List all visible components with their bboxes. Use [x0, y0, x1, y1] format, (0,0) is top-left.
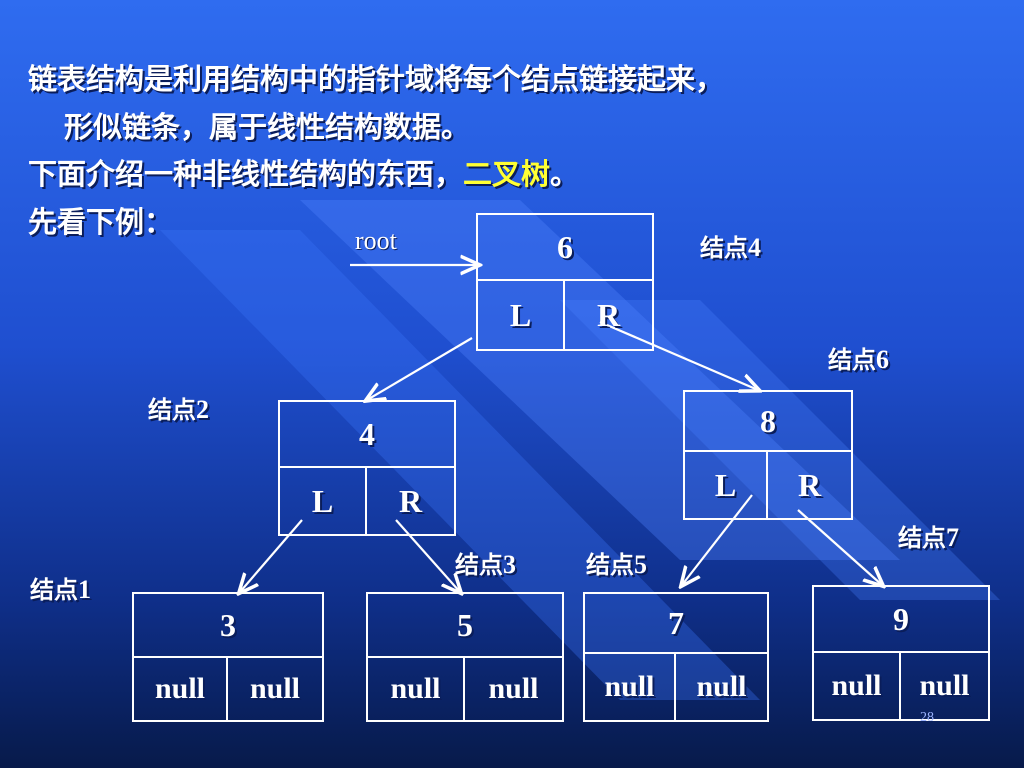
caption-node-4: 结点2	[148, 390, 209, 425]
left-pointer: null	[368, 658, 465, 720]
caption-text: 结点	[586, 551, 634, 579]
intro-line-3-text: 下面介绍一种非线性结构的东西，	[28, 157, 464, 191]
caption-number: 5	[634, 550, 647, 579]
left-pointer: L	[280, 468, 367, 534]
intro-line-3-period: 。	[550, 157, 580, 191]
right-pointer: R	[797, 466, 822, 503]
tree-node-9: 9 null null	[812, 585, 990, 721]
caption-number: 3	[503, 550, 516, 579]
node-value: 4	[280, 402, 454, 468]
right-pointer: R	[398, 482, 423, 519]
caption-number: 1	[78, 575, 91, 604]
caption-node-9: 结点7	[898, 518, 959, 553]
tree-node-8: 8 L R	[683, 390, 853, 520]
intro-line-4: 先看下例：	[28, 205, 174, 239]
intro-line-2: 形似链条，属于线性结构数据。	[64, 110, 471, 144]
tree-node-5: 5 null null	[366, 592, 564, 722]
left-pointer: null	[585, 654, 676, 720]
arrow-6-left-to-4	[367, 337, 473, 400]
arrow-8-right-to-9	[797, 509, 882, 585]
left-pointer: L	[685, 452, 768, 518]
caption-number: 6	[876, 345, 889, 374]
tree-node-4: 4 L R	[278, 400, 456, 536]
node-value: 6	[478, 215, 652, 281]
left-pointer: null	[134, 658, 228, 720]
root-label: root	[355, 226, 397, 255]
right-pointer: null	[919, 669, 970, 702]
node-value: 5	[368, 594, 562, 658]
intro-line-1: 链表结构是利用结构中的指针域将每个结点链接起来，	[28, 62, 725, 96]
node-value: 7	[585, 594, 767, 654]
caption-node-5: 结点3	[455, 545, 516, 580]
tree-node-6: 6 L R	[476, 213, 654, 351]
arrow-4-left-to-3	[240, 519, 303, 592]
caption-number: 4	[748, 233, 761, 262]
caption-text: 结点	[700, 234, 748, 262]
right-pointer: R	[596, 296, 621, 333]
caption-node-3: 结点1	[30, 570, 91, 605]
caption-text: 结点	[898, 524, 946, 552]
caption-text: 结点	[455, 551, 503, 579]
arrow-6-right-to-8	[599, 320, 758, 390]
arrow-8-left-to-7	[682, 494, 753, 585]
node-value: 3	[134, 594, 322, 658]
caption-text: 结点	[30, 576, 78, 604]
caption-node-8: 结点6	[828, 340, 889, 375]
arrow-4-right-to-5	[395, 519, 460, 592]
caption-text: 结点	[828, 346, 876, 374]
right-pointer: null	[488, 672, 539, 705]
left-pointer: null	[814, 653, 901, 719]
tree-node-7: 7 null null	[583, 592, 769, 722]
tree-node-3: 3 null null	[132, 592, 324, 722]
caption-text: 结点	[148, 396, 196, 424]
caption-number: 2	[196, 395, 209, 424]
right-pointer: null	[696, 670, 747, 703]
caption-node-7: 结点5	[586, 545, 647, 580]
right-pointer: null	[249, 672, 301, 705]
left-pointer: L	[478, 281, 565, 349]
node-value: 8	[685, 392, 851, 452]
intro-line-3: 下面介绍一种非线性结构的东西，二叉树。	[28, 157, 579, 191]
binary-tree-highlight: 二叉树	[463, 157, 551, 191]
node-value: 9	[814, 587, 988, 653]
caption-node-6: 结点4	[700, 228, 761, 263]
caption-number: 7	[946, 523, 959, 552]
page-number: 28	[920, 710, 934, 725]
